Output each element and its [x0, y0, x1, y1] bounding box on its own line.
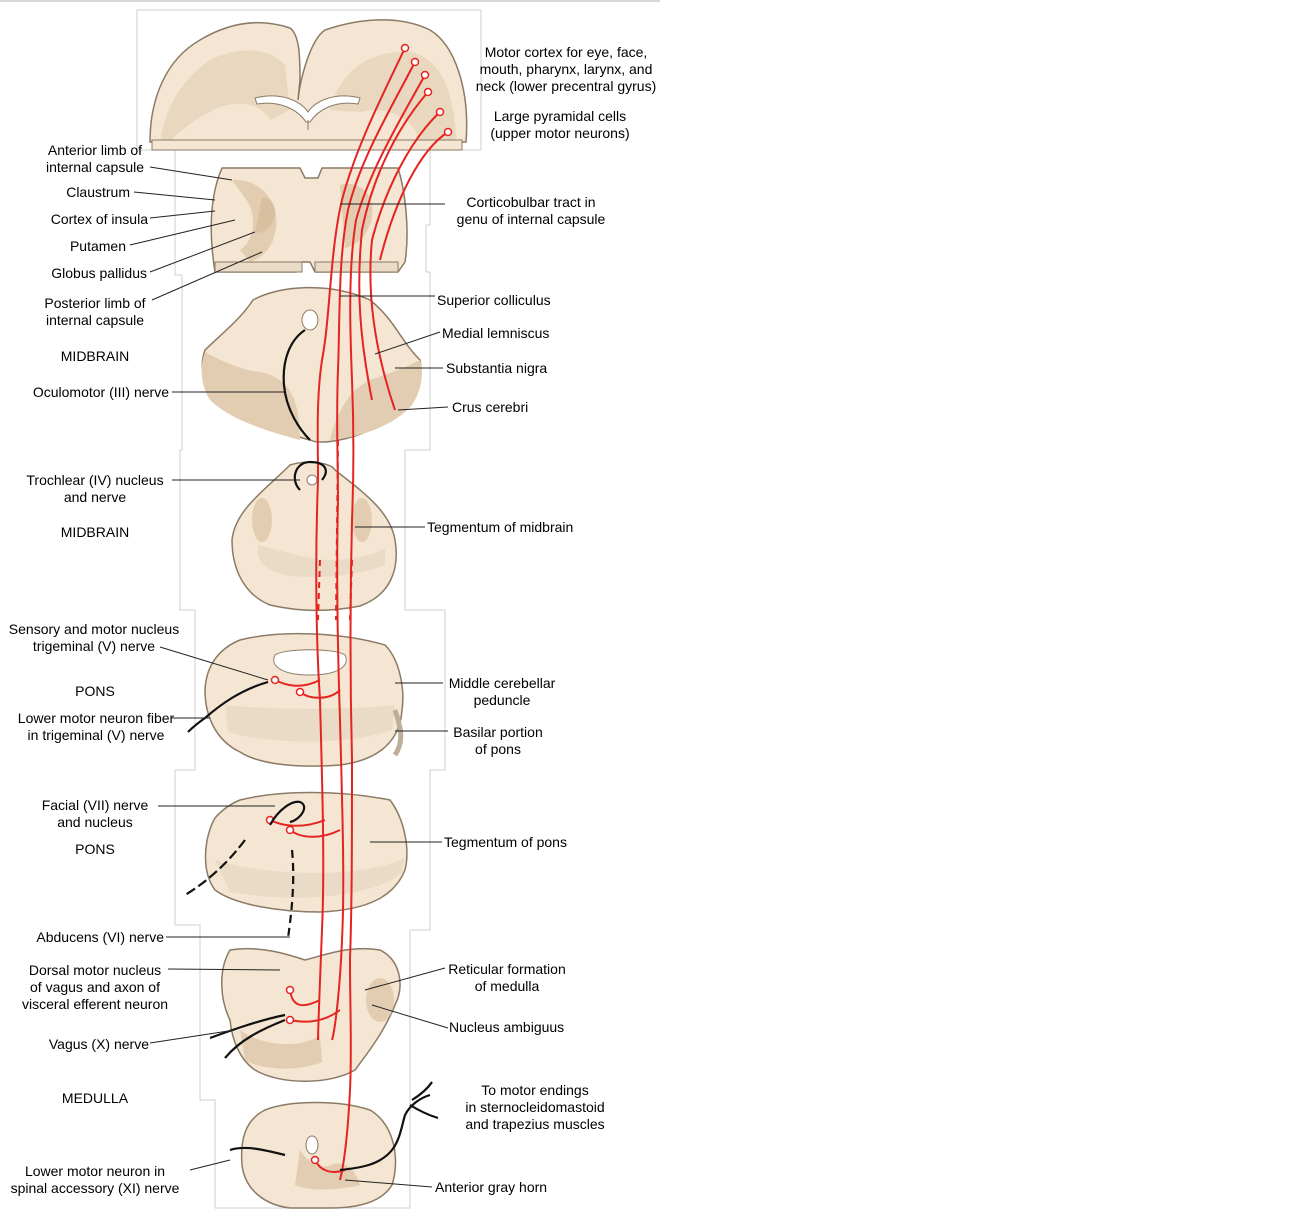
label-dorsal-vagus: Dorsal motor nucleus of vagus and axon o… — [5, 962, 185, 1013]
label-claustrum: Claustrum — [30, 184, 130, 201]
label-midbrain-1: MIDBRAIN — [40, 348, 150, 365]
label-facial-nerve: Facial (VII) nerve and nucleus — [30, 797, 160, 831]
label-anterior-gray-horn: Anterior gray horn — [435, 1179, 547, 1196]
midbrain-upper-section — [202, 288, 422, 442]
label-reticular: Reticular formation of medulla — [440, 961, 574, 995]
label-basilar-pons: Basilar portion of pons — [445, 724, 551, 758]
label-corticobulbar-tract: Corticobulbar tract in genu of internal … — [441, 194, 621, 228]
label-medial-lemniscus: Medial lemniscus — [442, 325, 549, 342]
label-putamen: Putamen — [30, 238, 126, 255]
label-substantia-nigra: Substantia nigra — [446, 360, 547, 377]
label-tegmentum-midbrain: Tegmentum of midbrain — [427, 519, 573, 536]
label-pons-2: PONS — [40, 841, 150, 858]
midbrain-lower-section — [232, 462, 396, 610]
label-crus-cerebri: Crus cerebri — [452, 399, 528, 416]
pons-upper-section — [205, 634, 403, 766]
label-cortex-insula: Cortex of insula — [20, 211, 148, 228]
label-tegmentum-pons: Tegmentum of pons — [444, 834, 567, 851]
label-midbrain-2: MIDBRAIN — [40, 524, 150, 541]
medulla-upper-section — [222, 949, 400, 1082]
label-abducens: Abducens (VI) nerve — [10, 929, 164, 946]
label-lower-motor-accessory: Lower motor neuron in spinal accessory (… — [0, 1163, 190, 1197]
label-motor-endings: To motor endings in sternocleidomastoid … — [460, 1082, 610, 1133]
label-globus-pallidus: Globus pallidus — [20, 265, 147, 282]
label-lower-motor-trigeminal: Lower motor neuron fiber in trigeminal (… — [5, 710, 187, 744]
label-trochlear: Trochlear (IV) nucleus and nerve — [10, 472, 180, 506]
label-middle-cerebellar: Middle cerebellar peduncle — [440, 675, 564, 709]
label-pyramidal-cells: Large pyramidal cells (upper motor neuro… — [470, 108, 650, 142]
label-anterior-limb: Anterior limb of internal capsule — [30, 142, 160, 176]
label-nucleus-ambiguus: Nucleus ambiguus — [449, 1019, 564, 1036]
label-vagus: Vagus (X) nerve — [20, 1036, 149, 1053]
label-superior-colliculus: Superior colliculus — [437, 292, 551, 309]
label-trigeminal-nucleus: Sensory and motor nucleus trigeminal (V)… — [0, 621, 188, 655]
label-pons-1: PONS — [40, 683, 150, 700]
spinal-cord-section — [242, 1103, 396, 1209]
label-motor-cortex: Motor cortex for eye, face, mouth, phary… — [466, 44, 666, 95]
label-oculomotor-nerve: Oculomotor (III) nerve — [10, 384, 169, 401]
label-posterior-limb: Posterior limb of internal capsule — [30, 295, 160, 329]
label-medulla: MEDULLA — [40, 1090, 150, 1107]
